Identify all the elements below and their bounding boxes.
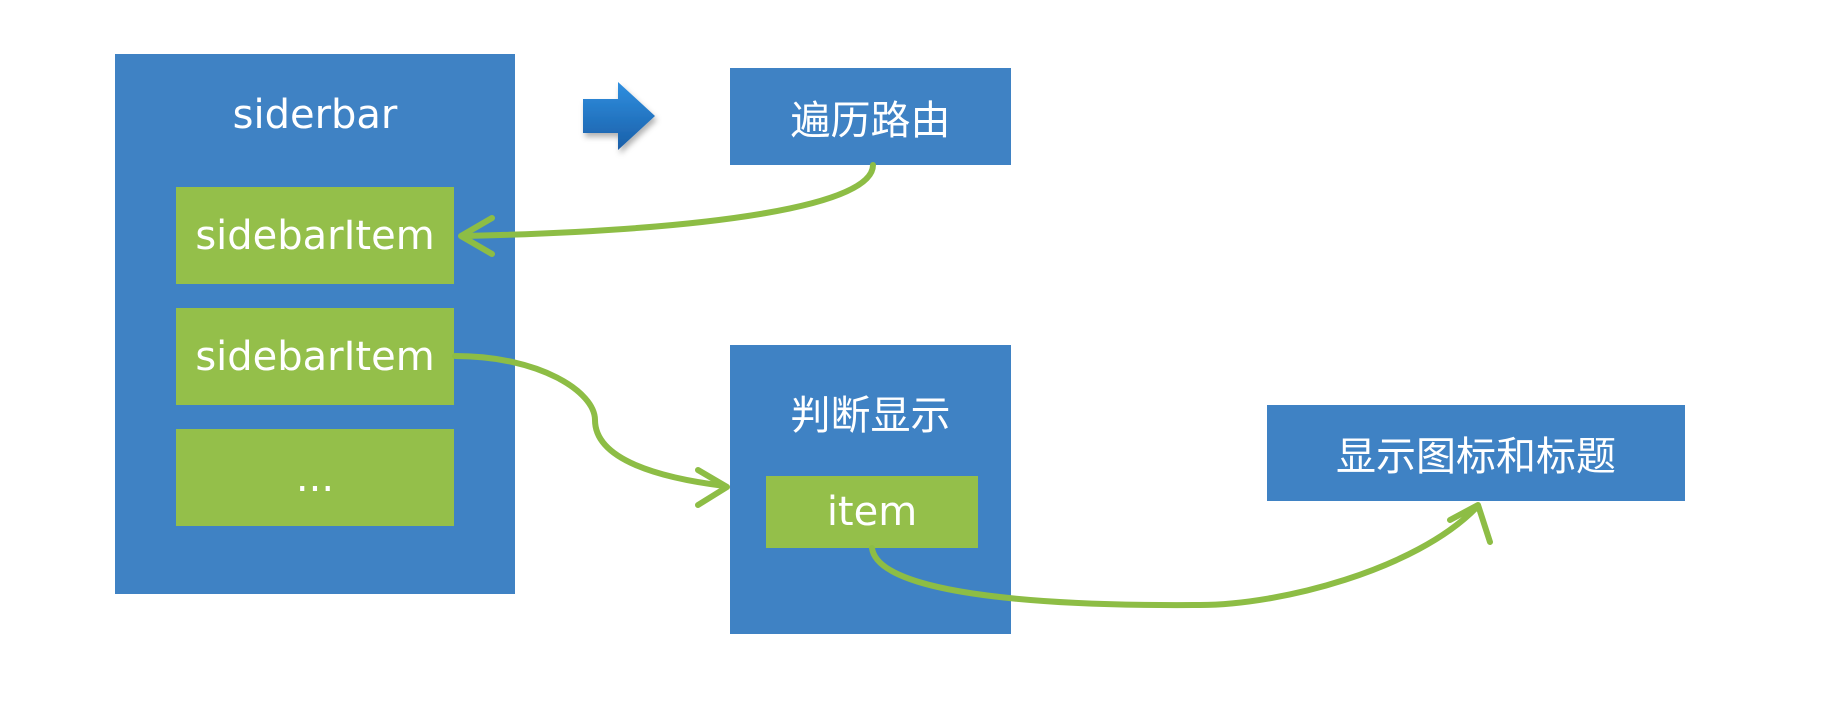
connector-arrowhead-3 [1447,502,1493,545]
judge-display-title: 判断显示 [790,393,951,439]
sidebar-title: siderbar [232,92,398,138]
sidebar-item-ellipsis: ... [176,429,454,526]
right-block-arrow-icon [583,82,655,150]
judge-display-item: item [766,476,978,548]
traverse-routes-box: 遍历路由 [730,68,1011,165]
connector-item-to-show-icon-title [869,505,1479,609]
connector-arrowhead-1 [458,215,495,257]
connector-sidebar-item-to-judge [452,353,728,489]
sidebar-item-1: sidebarItem [176,187,454,284]
show-icon-title-box: 显示图标和标题 [1267,405,1685,501]
connector-routes-to-sidebar-item [462,162,876,239]
connector-arrowhead-2 [695,467,730,508]
sidebar-item-2: sidebarItem [176,308,454,405]
